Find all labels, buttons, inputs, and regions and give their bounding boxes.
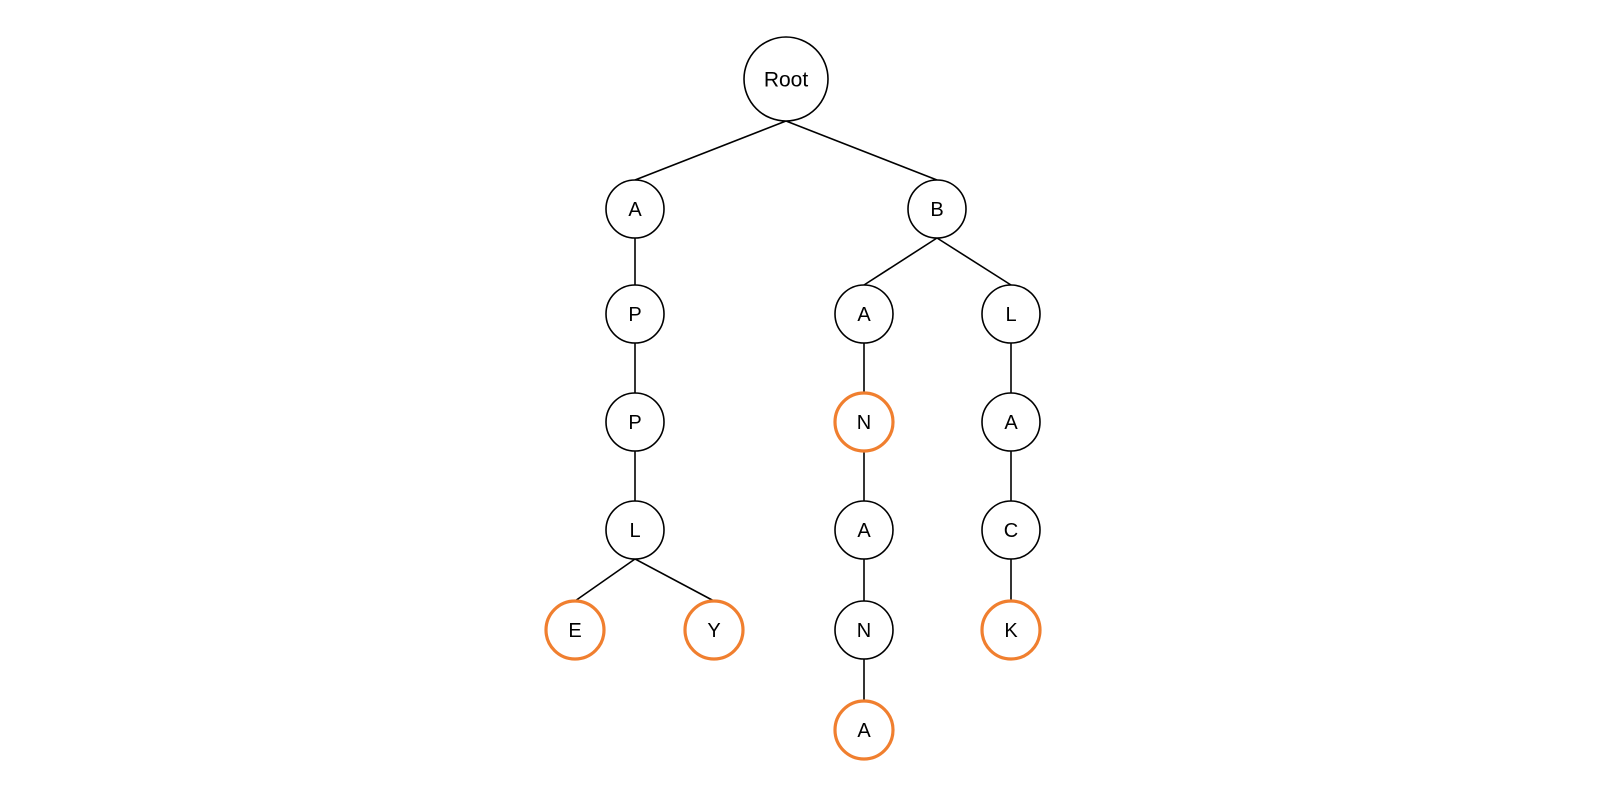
node-label: A [857,720,871,742]
node-label: L [629,520,640,542]
node-label: A [857,304,871,326]
node-circle [980,599,1042,661]
node-label: Root [764,69,809,92]
trie-node-bana: A [834,500,894,560]
terminal-node-apply: Y [683,599,745,661]
node-circle [833,699,895,761]
trie-node-ap: P [605,284,665,344]
node-circle [981,392,1041,452]
node-circle [743,36,829,122]
terminal-node-ban: N [833,391,895,453]
node-circle [981,500,1041,560]
trie-node-a: A [605,179,665,239]
node-circle [605,500,665,560]
edge-appl-apply [634,558,715,602]
trie-node-ba: A [834,284,894,344]
edge-root-b [785,120,938,181]
edges-layer [574,120,1012,701]
node-circle [833,391,895,453]
trie-node-bla: A [981,392,1041,452]
edge-b-ba [863,237,938,286]
trie-node-bl: L [981,284,1041,344]
trie-node-b: B [907,179,967,239]
node-circle [834,600,894,660]
node-label: N [857,412,871,434]
terminal-node-black: K [980,599,1042,661]
node-label: A [628,199,642,221]
trie-node-root: Root [743,36,829,122]
node-label: Y [707,620,720,642]
node-label: E [568,620,581,642]
trie-node-app: P [605,392,665,452]
trie-node-blac: C [981,500,1041,560]
node-label: P [628,304,641,326]
node-label: N [857,620,871,642]
terminal-node-apple: E [544,599,606,661]
node-circle [605,179,665,239]
node-circle [834,284,894,344]
node-circle [683,599,745,661]
node-label: C [1004,520,1018,542]
node-label: P [628,412,641,434]
node-label: K [1004,620,1018,642]
node-label: B [930,199,943,221]
node-circle [605,284,665,344]
trie-node-appl: L [605,500,665,560]
node-label: A [857,520,871,542]
node-circle [981,284,1041,344]
terminal-node-banana: A [833,699,895,761]
edge-root-a [634,120,787,181]
node-circle [834,500,894,560]
node-circle [907,179,967,239]
node-label: A [1004,412,1018,434]
node-circle [544,599,606,661]
node-circle [605,392,665,452]
edge-b-bl [936,237,1012,286]
trie-node-banan: N [834,600,894,660]
edge-appl-apple [574,558,636,602]
node-label: L [1005,304,1016,326]
